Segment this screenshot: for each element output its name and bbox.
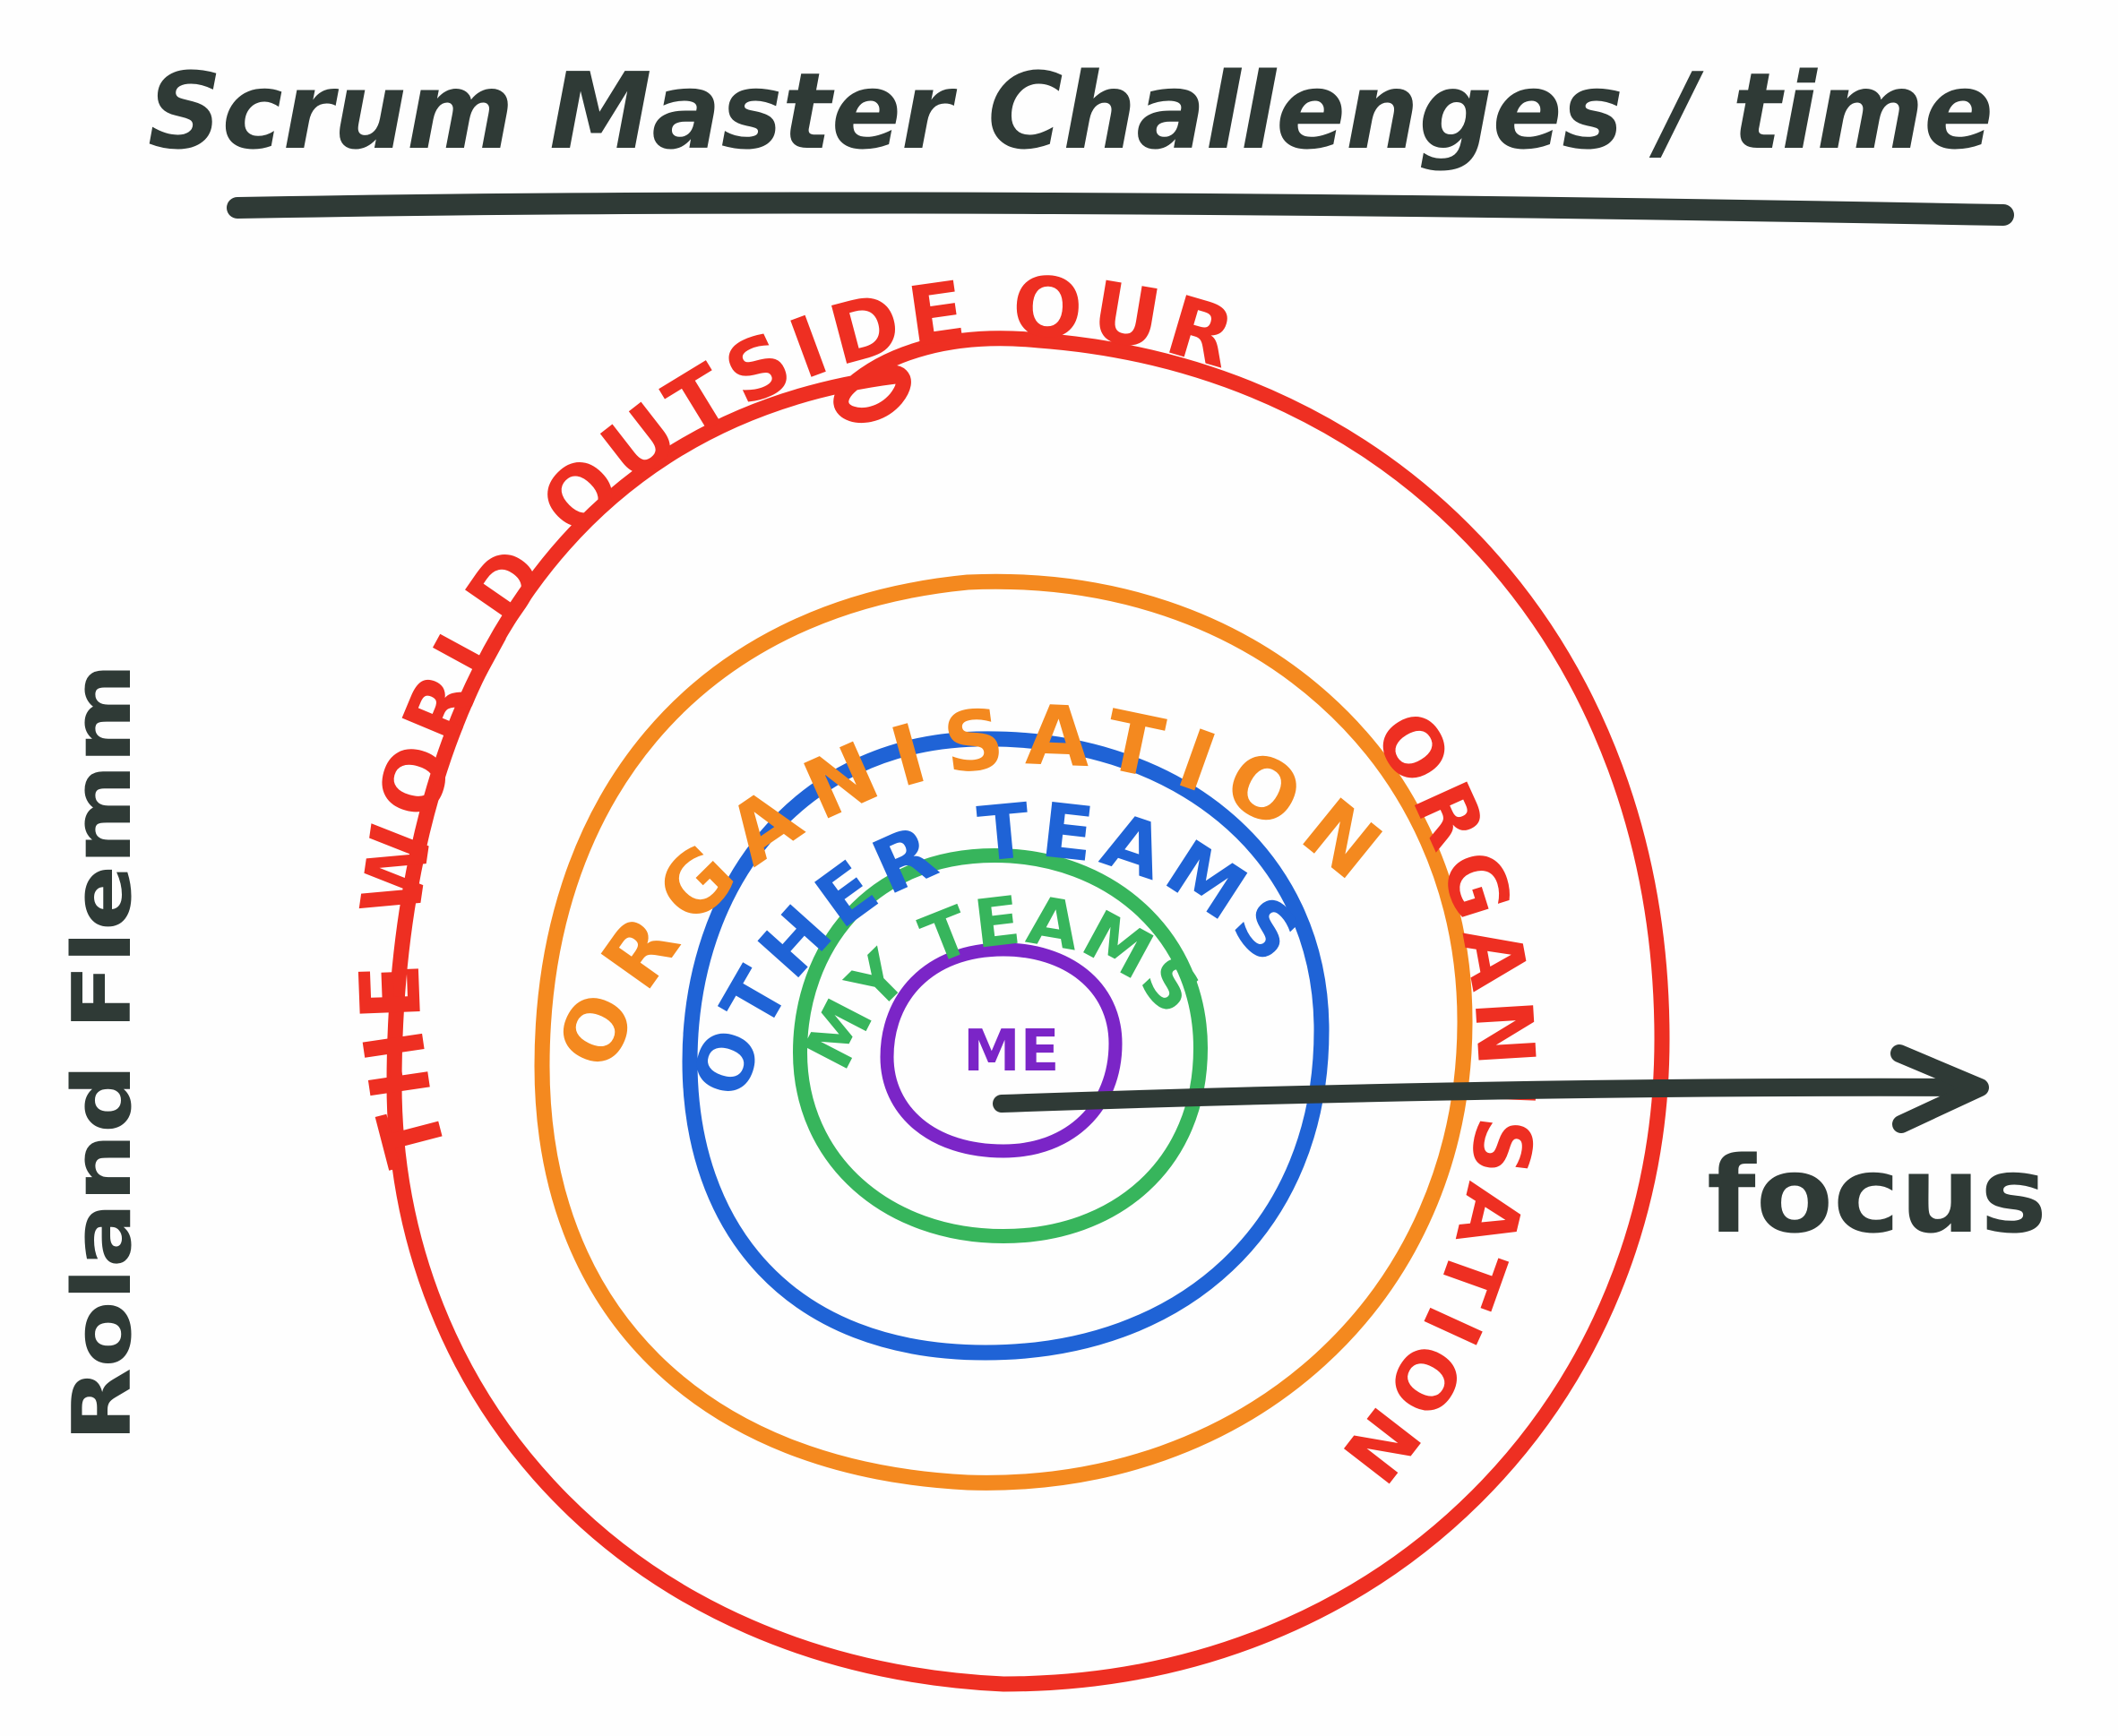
focus-arrow-head <box>1890 1044 1989 1133</box>
ring-world <box>386 331 1670 1692</box>
focus-arrow-line <box>993 1078 1985 1113</box>
ring-other-teams <box>682 731 1330 1361</box>
ring-my-teams <box>792 847 1209 1244</box>
title-underline <box>227 192 2014 226</box>
ring-organisation <box>534 573 1473 1491</box>
focus-label: focus <box>1707 1133 2047 1257</box>
title-text: Scrum Master Challenges / time <box>148 49 1993 173</box>
author-text: Roland Flemm <box>56 663 150 1442</box>
ring-me <box>880 942 1123 1158</box>
ring-label-me: ME <box>963 1018 1059 1085</box>
